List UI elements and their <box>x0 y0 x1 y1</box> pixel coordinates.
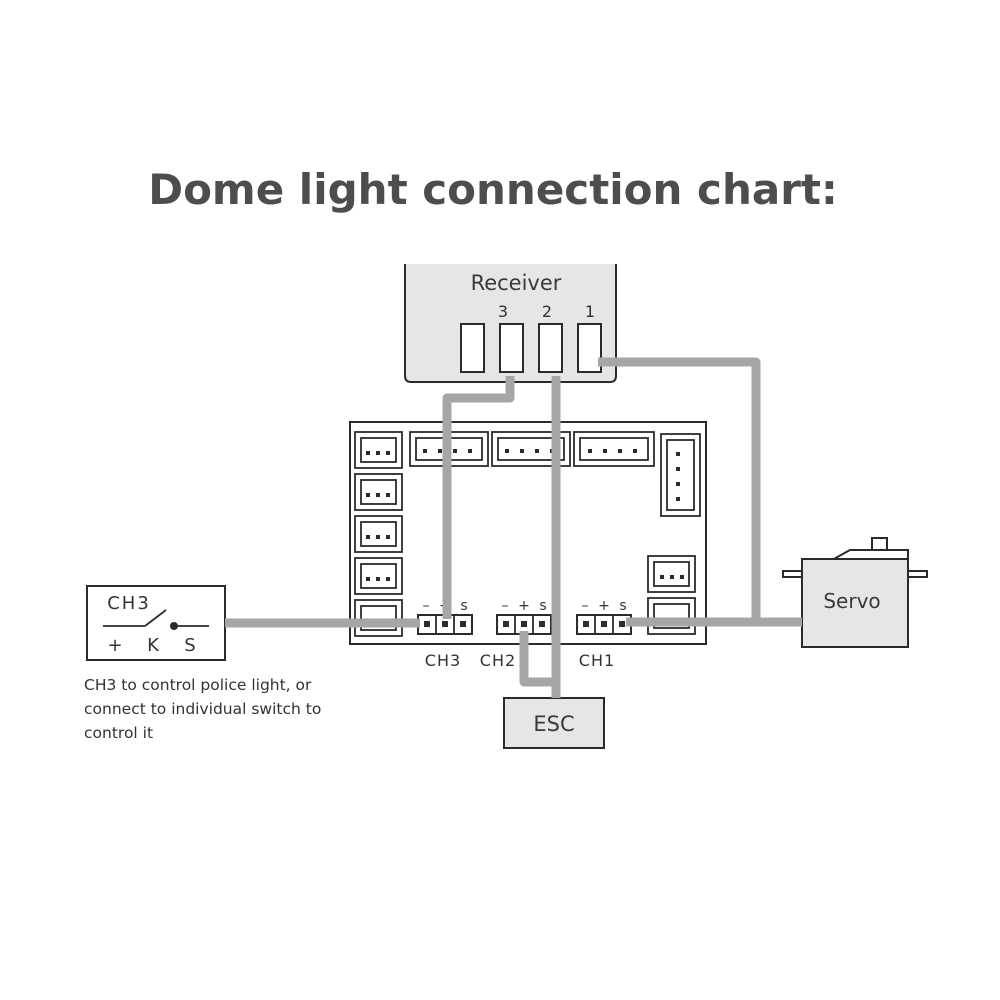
servo-mount-right <box>907 570 928 578</box>
board-connector <box>354 557 403 595</box>
switch-note-line: CH3 to control police light, or <box>84 676 312 694</box>
servo-body <box>801 558 909 648</box>
servo-label: Servo <box>823 589 880 613</box>
ch1-pin-label: s <box>619 598 626 614</box>
switch-lever <box>144 609 167 627</box>
light-controller-board: – + s – + s – + s <box>349 421 707 645</box>
servo-mount-left <box>782 570 804 578</box>
receiver-port-1 <box>577 323 602 373</box>
ch1-header <box>576 614 632 635</box>
switch-box-outline <box>86 585 226 661</box>
esc-body <box>503 697 605 749</box>
esc-label: ESC <box>533 712 574 736</box>
board-connector <box>354 599 403 637</box>
ch3-label: CH3 <box>425 651 461 670</box>
board-connector <box>647 597 696 635</box>
ch2-pin-label: s <box>539 598 546 614</box>
switch-pin-label: + <box>107 635 122 656</box>
servo-horn <box>871 537 888 551</box>
receiver-label: Receiver <box>471 271 562 295</box>
receiver-channel-number: 2 <box>542 302 552 321</box>
receiver-channel-number: 3 <box>498 302 508 321</box>
receiver-port-aux <box>460 323 485 373</box>
ch2-header <box>496 614 552 635</box>
ch2-pin-label: + <box>518 598 530 614</box>
esc: ESC <box>503 697 605 749</box>
switch-note-line: connect to individual switch to <box>84 700 321 718</box>
ch1-label: CH1 <box>579 651 615 670</box>
servo: Servo <box>782 537 928 648</box>
switch-contact <box>170 622 178 630</box>
wire-receiver-ch1-to-servo <box>598 357 761 621</box>
ch3-pin-label: s <box>460 598 467 614</box>
board-connector <box>647 555 696 593</box>
receiver-port-3 <box>499 323 524 373</box>
switch-pin-label: K <box>147 635 160 656</box>
ch1-pin-label: + <box>598 598 610 614</box>
board-connector <box>354 431 403 469</box>
switch-title: CH3 <box>107 593 151 614</box>
receiver-channel-number: 1 <box>585 302 595 321</box>
board-connector <box>354 473 403 511</box>
switch-pin-label: S <box>184 635 195 656</box>
ch2-pin-label: – <box>502 598 509 614</box>
wire-receiver-ch3-to-board <box>442 376 515 619</box>
receiver: Receiver 3 2 1 <box>404 264 617 383</box>
wire-board-ch2-to-esc <box>519 631 556 687</box>
ch3-pin-label: – <box>423 598 430 614</box>
diagram-title: Dome light connection chart: <box>148 165 838 214</box>
board-connector <box>660 433 701 517</box>
receiver-port-2 <box>538 323 563 373</box>
switch-note-line: control it <box>84 724 153 742</box>
board-connector <box>573 431 655 467</box>
ch1-pin-label: – <box>582 598 589 614</box>
board-connector <box>354 515 403 553</box>
ch2-label: CH2 <box>480 651 516 670</box>
switch-box: CH3 + K S <box>86 585 226 661</box>
